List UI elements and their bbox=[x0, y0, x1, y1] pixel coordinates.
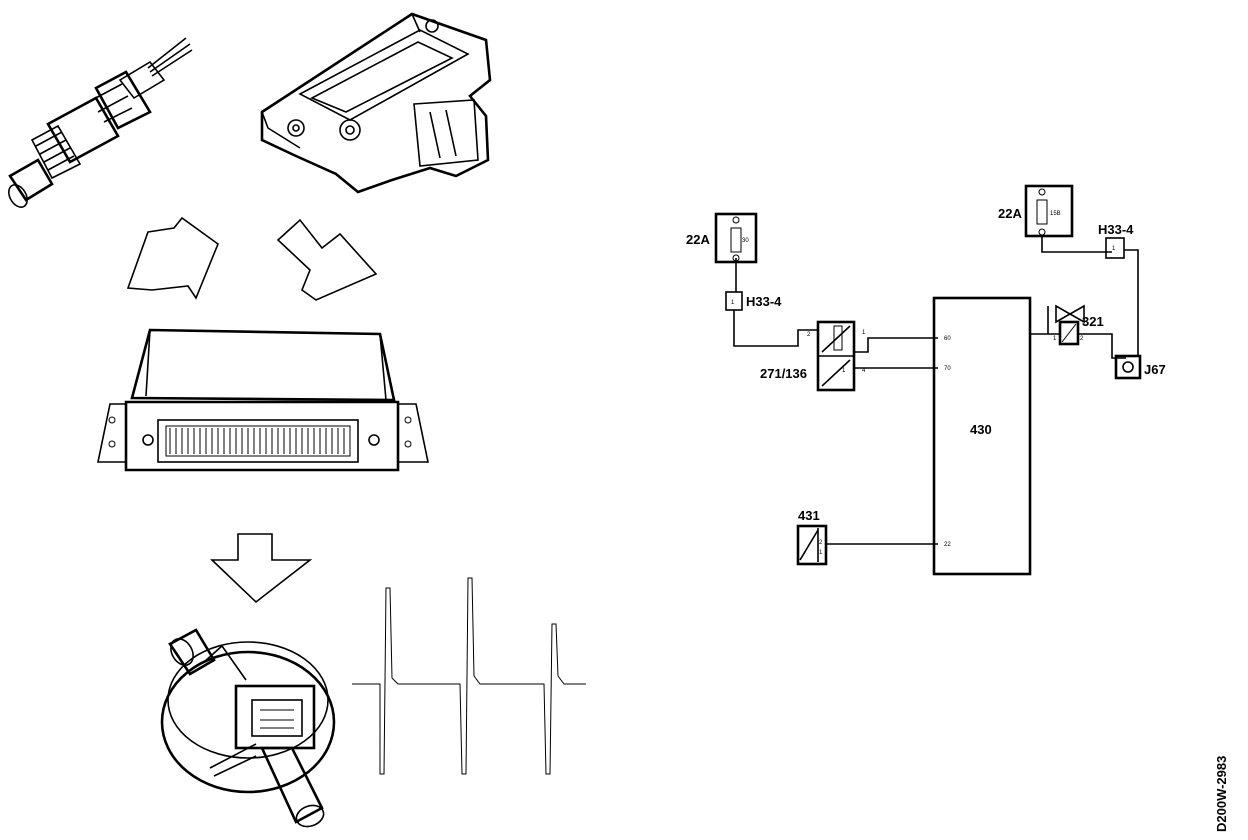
sensor-271-pin-4: 4 bbox=[862, 368, 866, 374]
oxygen-sensor-illustration bbox=[8, 37, 193, 208]
sensor-271-pin-2: 2 bbox=[807, 332, 811, 338]
valve-label: 321 bbox=[1082, 314, 1104, 329]
wire bbox=[1124, 249, 1139, 356]
arrow-down-left-icon bbox=[126, 216, 219, 300]
connector-label-left: H33-4 bbox=[746, 294, 782, 309]
sensor-271-pin-1b: 1 bbox=[842, 368, 846, 374]
sensor-271-136: 2 1 1 4 271/136 bbox=[760, 320, 866, 392]
fuse-block-right: 15B 22A bbox=[998, 184, 1074, 238]
ecu-430: 60 70 22 430 bbox=[932, 296, 1032, 576]
figure-code: D200W-2983 bbox=[1214, 756, 1229, 832]
sensor-431: 2 1 431 bbox=[796, 508, 828, 566]
connector-label-right: H33-4 bbox=[1098, 222, 1134, 237]
sensor-431-label: 431 bbox=[798, 508, 820, 523]
valve-321: 1 2 321 bbox=[1053, 304, 1104, 346]
sensor-431-pin-1: 1 bbox=[819, 550, 823, 556]
sensor-271-label: 271/136 bbox=[760, 366, 807, 381]
pulse-waveform bbox=[352, 577, 586, 775]
wire bbox=[1030, 306, 1060, 335]
fuse-label-left: 22A bbox=[686, 232, 710, 247]
ecu-pin-22: 22 bbox=[944, 542, 951, 548]
ecu-pin-70: 70 bbox=[944, 366, 951, 372]
valve-pin-1: 1 bbox=[1053, 336, 1057, 342]
ecu-illustration bbox=[97, 328, 429, 472]
connector-right: 1 H33-4 bbox=[1098, 222, 1134, 259]
purge-valve-illustration bbox=[160, 628, 336, 828]
connector-left: 1 H33-4 bbox=[725, 291, 782, 311]
valve-pin-2: 2 bbox=[1080, 336, 1084, 342]
arrow-down-bottom-icon bbox=[210, 533, 313, 604]
pressure-sensor-illustration bbox=[260, 12, 492, 194]
connector-pin-left: 1 bbox=[731, 300, 735, 306]
wire bbox=[1041, 236, 1112, 253]
arrow-down-right-icon bbox=[276, 218, 378, 301]
wiring-schematic: 30 22A 1 H33-4 2 1 1 4 271/136 60 70 bbox=[686, 184, 1166, 576]
fuse-value-right: 15B bbox=[1050, 211, 1061, 217]
wire bbox=[1078, 333, 1126, 359]
sensor-271-pin-1a: 1 bbox=[862, 330, 866, 336]
wire bbox=[854, 337, 938, 353]
fuse-block-left: 30 22A bbox=[686, 212, 758, 264]
sensor-431-pin-2: 2 bbox=[819, 540, 823, 546]
ecu-pin-60: 60 bbox=[944, 336, 951, 342]
ground-j67: J67 bbox=[1114, 354, 1166, 380]
ecu-label: 430 bbox=[970, 422, 992, 437]
fuse-value-left: 30 bbox=[742, 238, 749, 244]
wire bbox=[733, 310, 818, 347]
fuse-label-right: 22A bbox=[998, 206, 1022, 221]
ground-label: J67 bbox=[1144, 362, 1166, 377]
connector-pin-right: 1 bbox=[1112, 246, 1116, 252]
